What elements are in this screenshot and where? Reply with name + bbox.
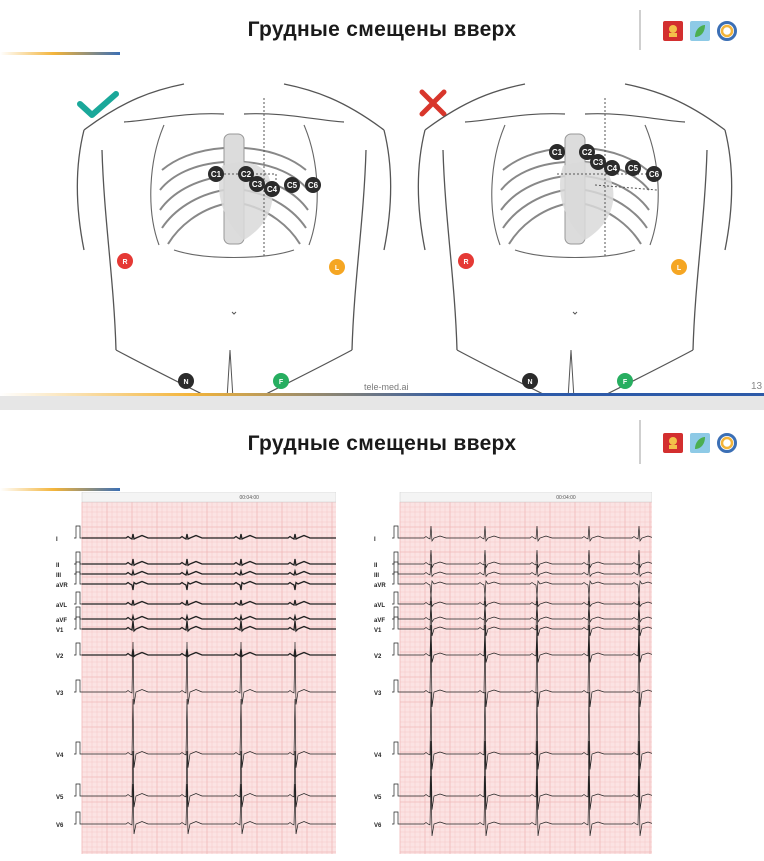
svg-text:F: F bbox=[623, 379, 628, 386]
lead-label: aVR bbox=[374, 583, 386, 589]
page-number: 13 bbox=[751, 381, 762, 392]
electrode-c1: C1 bbox=[208, 166, 224, 182]
electrode-r-wrong: R bbox=[458, 253, 474, 269]
svg-text:C6: C6 bbox=[649, 170, 660, 179]
svg-text:N: N bbox=[183, 379, 188, 386]
svg-text:C2: C2 bbox=[241, 170, 252, 179]
lead-label: V5 bbox=[56, 795, 64, 801]
lead-label: II bbox=[56, 563, 60, 569]
electrode-c4-wrong: C4 bbox=[604, 160, 620, 176]
lead-label: V2 bbox=[374, 654, 382, 660]
svg-text:C4: C4 bbox=[267, 185, 278, 194]
lead-label: V5 bbox=[374, 795, 382, 801]
svg-text:C1: C1 bbox=[211, 170, 222, 179]
lead-label: V6 bbox=[374, 823, 382, 829]
electrode-c5: C5 bbox=[284, 177, 300, 193]
moscow-emblem-icon bbox=[662, 432, 684, 454]
svg-text:C5: C5 bbox=[628, 164, 639, 173]
electrode-l: L bbox=[329, 259, 345, 275]
electrode-c6: C6 bbox=[305, 177, 321, 193]
lead-label: V1 bbox=[374, 628, 382, 634]
svg-text:L: L bbox=[335, 265, 340, 272]
svg-text:R: R bbox=[463, 259, 468, 266]
svg-text:N: N bbox=[527, 379, 532, 386]
torso-diagrams: C1 C2 C3 C4 C5 C6 R L N F C1 C2 C3 C4 C5… bbox=[0, 0, 764, 396]
slide-divider bbox=[0, 396, 764, 410]
lead-label: V6 bbox=[56, 823, 64, 829]
lead-label: III bbox=[56, 573, 61, 579]
electrode-n-wrong: N bbox=[522, 373, 538, 389]
svg-text:C6: C6 bbox=[308, 181, 319, 190]
lead-label: aVR bbox=[56, 583, 68, 589]
electrode-f-wrong: F bbox=[617, 373, 633, 389]
lead-label: aVF bbox=[56, 618, 67, 624]
electrode-c6-wrong: C6 bbox=[646, 166, 662, 182]
electrode-r: R bbox=[117, 253, 133, 269]
lead-label: V3 bbox=[374, 691, 382, 697]
lead-label: V3 bbox=[56, 691, 64, 697]
lead-label: III bbox=[374, 573, 379, 579]
lead-label: II bbox=[374, 563, 378, 569]
slide-ecg-comparison: Грудные смещены вверх 00:04:00III III aVR a… bbox=[0, 410, 764, 861]
svg-text:C2: C2 bbox=[582, 148, 593, 157]
electrode-l-wrong: L bbox=[671, 259, 687, 275]
accent-line-2 bbox=[0, 488, 120, 491]
svg-text:C3: C3 bbox=[252, 180, 263, 189]
torso-correct bbox=[77, 84, 391, 396]
lead-label: V1 bbox=[56, 628, 64, 634]
slide-title-2: Грудные смещены вверх bbox=[0, 432, 764, 456]
torso-incorrect bbox=[418, 84, 732, 396]
slide-electrode-placement: Грудные смещены вверх bbox=[0, 0, 764, 396]
ecg-timestamp: 00:04:00 bbox=[239, 495, 259, 501]
svg-text:C3: C3 bbox=[593, 158, 604, 167]
ecg-timestamp: 00:04:00 bbox=[556, 495, 576, 501]
svg-text:L: L bbox=[677, 265, 682, 272]
electrode-c3-wrong: C3 bbox=[590, 154, 606, 170]
telemed-ring-logo-icon bbox=[716, 432, 738, 454]
svg-text:C1: C1 bbox=[552, 148, 563, 157]
lead-label: aVF bbox=[374, 618, 385, 624]
electrode-c1-wrong: C1 bbox=[549, 144, 565, 160]
lead-label: aVL bbox=[374, 603, 385, 609]
electrode-f: F bbox=[273, 373, 289, 389]
svg-text:C5: C5 bbox=[287, 181, 298, 190]
electrode-c5-wrong: C5 bbox=[625, 160, 641, 176]
health-dept-logo-icon bbox=[689, 432, 711, 454]
electrode-c4: C4 bbox=[264, 181, 280, 197]
svg-text:F: F bbox=[279, 379, 284, 386]
header-separator-2 bbox=[639, 420, 641, 464]
svg-text:R: R bbox=[122, 259, 127, 266]
lead-label: V2 bbox=[56, 654, 64, 660]
lead-label: V4 bbox=[56, 753, 64, 759]
lead-label: aVL bbox=[56, 603, 67, 609]
electrode-c3: C3 bbox=[249, 176, 265, 192]
electrode-n: N bbox=[178, 373, 194, 389]
lead-label: V4 bbox=[374, 753, 382, 759]
footer-brand: tele-med.ai bbox=[364, 382, 409, 392]
svg-text:C4: C4 bbox=[607, 164, 618, 173]
